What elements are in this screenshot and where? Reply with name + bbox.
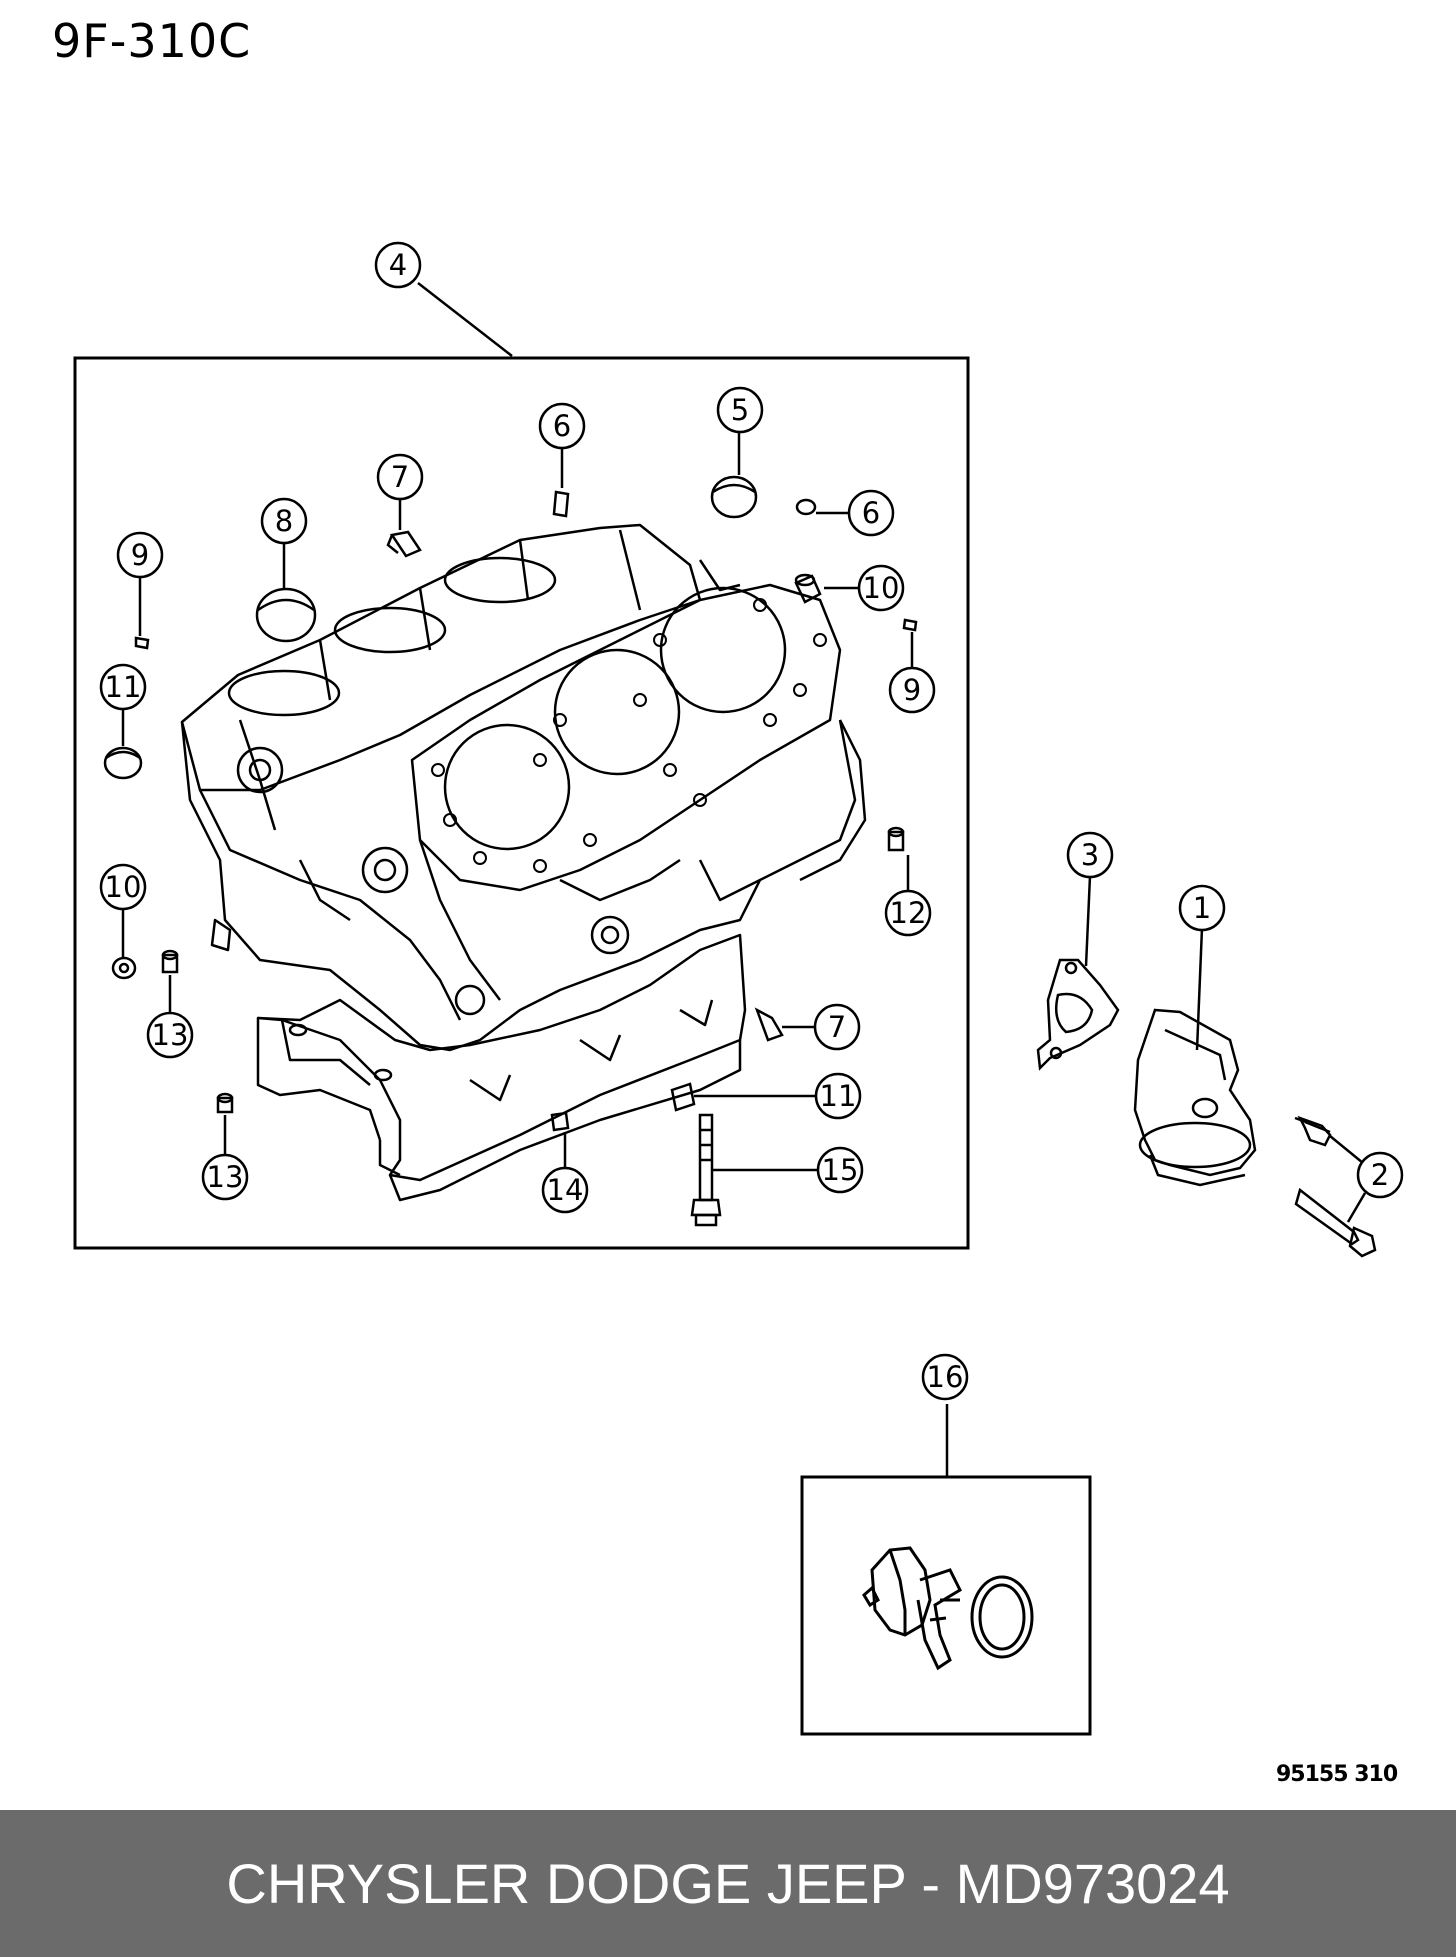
bolts-2 [1294, 1115, 1377, 1258]
pin-9-left [134, 636, 150, 650]
callout-7-top-label: 7 [391, 460, 409, 494]
callout-12: 12 [884, 889, 932, 937]
callout-2-label: 2 [1371, 1158, 1389, 1192]
callout-8: 8 [260, 497, 308, 545]
callout-6-top-label: 6 [553, 409, 571, 443]
callout-3-label: 3 [1081, 838, 1099, 872]
dowel-12 [887, 830, 905, 852]
callout-10-left-label: 10 [105, 870, 142, 904]
callout-7-lower: 7 [813, 1003, 861, 1051]
callout-13-lower-label: 13 [207, 1160, 244, 1194]
cup-plug-11-left [103, 746, 143, 780]
parts-diagram: 9F-310C [52, 14, 1404, 1787]
plug-10-right [794, 574, 822, 604]
dowel-14 [550, 1111, 570, 1132]
callout-13-upper-label: 13 [152, 1018, 189, 1052]
callout-14-label: 14 [547, 1173, 584, 1207]
oil-seal-frame [800, 1475, 1092, 1736]
plug-7-lower [754, 1007, 784, 1042]
cylinder-block-illustration [180, 523, 867, 1052]
page-code: 9F-310C [52, 14, 252, 68]
dowel-6-top [552, 490, 570, 518]
callout-8-label: 8 [275, 504, 293, 538]
small-parts [103, 475, 1377, 1258]
callout-7-top: 7 [376, 453, 424, 501]
callout-12-label: 12 [890, 896, 927, 930]
callout-2: 2 [1356, 1151, 1404, 1199]
bolt-15 [690, 1113, 722, 1227]
callout-3: 3 [1066, 831, 1114, 879]
callout-4: 4 [374, 241, 422, 289]
callout-15: 15 [816, 1146, 864, 1194]
leader-lines [121, 282, 1367, 1476]
callout-6-right: 6 [847, 489, 895, 537]
callout-10-right: 10 [857, 564, 905, 612]
block-assembly-frame [73, 356, 970, 1250]
callout-9-right: 9 [888, 666, 936, 714]
callout-9-left: 9 [116, 531, 164, 579]
callout-11-lower-label: 11 [820, 1079, 857, 1113]
callout-4-label: 4 [389, 248, 407, 282]
pin-9-right [902, 618, 918, 632]
callout-11-left-label: 11 [105, 670, 142, 704]
dowel-13-b [216, 1096, 234, 1114]
callout-6-top: 6 [538, 402, 586, 450]
callout-10-right-label: 10 [863, 571, 900, 605]
callout-16-label: 16 [927, 1360, 964, 1394]
callout-5-label: 5 [731, 393, 749, 427]
callout-16: 16 [921, 1353, 969, 1401]
cup-plug-5 [710, 475, 758, 519]
part-number-label: CHRYSLER DODGE JEEP - MD973024 [226, 1852, 1230, 1915]
plug-10-left [111, 956, 137, 980]
callout-7-lower-label: 7 [828, 1010, 846, 1044]
callout-11-lower: 11 [814, 1072, 862, 1120]
callout-5: 5 [716, 386, 764, 434]
dowel-6-right [795, 498, 817, 516]
drawing-number: 95155 310 [1276, 1762, 1398, 1787]
callout-6-right-label: 6 [862, 496, 880, 530]
footer-banner: CHRYSLER DODGE JEEP - MD973024 [0, 1810, 1456, 1957]
oil-seal-illustration [862, 1546, 1034, 1671]
callout-9-right-label: 9 [903, 673, 921, 707]
gasket-3 [1036, 958, 1120, 1071]
callout-1: 1 [1178, 884, 1226, 932]
diagram-canvas: 4 6 5 7 8 6 9 10 [73, 241, 1404, 1736]
callout-13-lower: 13 [201, 1153, 249, 1201]
callout-1-label: 1 [1193, 891, 1211, 925]
callout-14: 14 [541, 1166, 589, 1214]
callout-9-left-label: 9 [131, 538, 149, 572]
bedplate-illustration [256, 933, 747, 1202]
callout-11-left: 11 [99, 663, 147, 711]
cup-plug-11-lower [670, 1082, 696, 1112]
dowel-13-a [161, 953, 179, 974]
callout-13-upper: 13 [146, 1011, 194, 1059]
plug-7-top [389, 530, 422, 558]
callout-10-left: 10 [99, 863, 147, 911]
cup-plug-8 [255, 587, 317, 643]
callout-15-label: 15 [822, 1153, 859, 1187]
oil-filter-adapter-1 [1133, 1008, 1257, 1187]
